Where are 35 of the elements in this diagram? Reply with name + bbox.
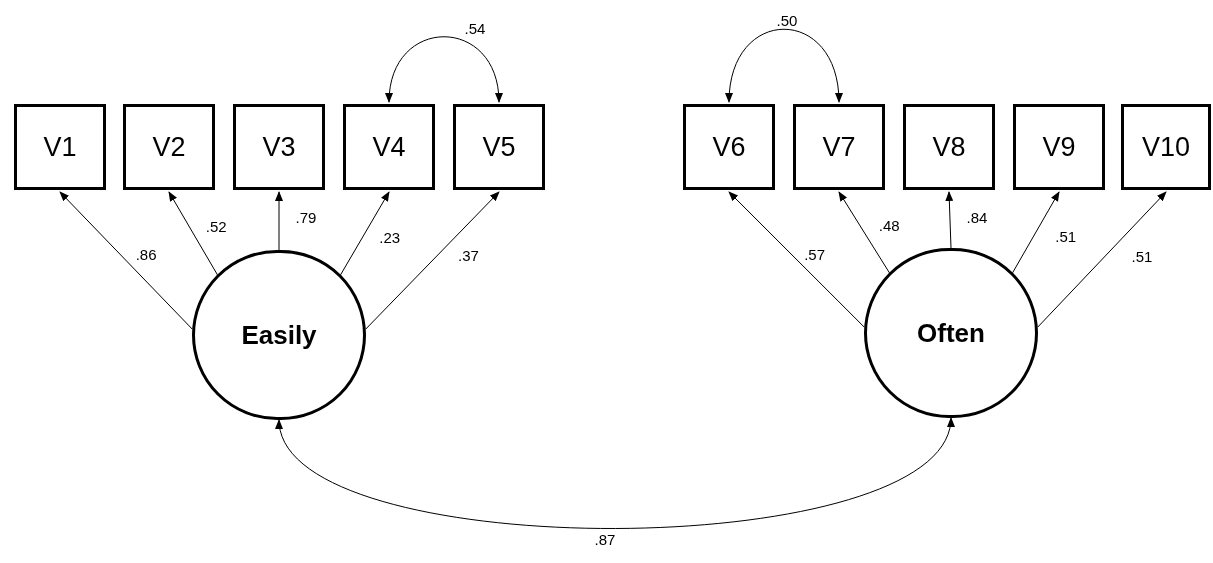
arrow — [365, 191, 500, 330]
observed-variable-box — [683, 104, 775, 190]
observed-variable-box — [1013, 104, 1105, 190]
variable-label: V6 — [712, 130, 746, 164]
factor-label: Easily — [241, 318, 317, 352]
observed-variable-box — [233, 104, 325, 190]
variable-label: V4 — [372, 130, 406, 164]
observed-variable-box — [343, 104, 435, 190]
arrow — [340, 191, 390, 276]
arrow — [945, 191, 954, 249]
variable-label: V8 — [932, 130, 966, 164]
arrow — [838, 191, 890, 274]
observed-variable-box — [123, 104, 215, 190]
arrow — [1012, 191, 1060, 274]
factor-label: Often — [917, 316, 985, 350]
observed-variable-box — [793, 104, 885, 190]
variable-label: V7 — [822, 130, 856, 164]
arrow — [168, 191, 218, 276]
observed-variable-box — [14, 104, 106, 190]
arrow — [59, 191, 193, 330]
arrow — [278, 417, 952, 529]
variable-label: V3 — [262, 130, 296, 164]
observed-variable-box — [453, 104, 545, 190]
observed-variable-box — [903, 104, 995, 190]
variable-label: V9 — [1042, 130, 1076, 164]
variable-label: V2 — [152, 130, 186, 164]
observed-variable-box — [1121, 104, 1211, 190]
arrow — [725, 28, 843, 103]
arrow — [728, 191, 865, 328]
variable-label: V1 — [43, 130, 77, 164]
arrow — [275, 191, 283, 251]
variable-label: V5 — [482, 130, 516, 164]
arrow — [1037, 191, 1167, 328]
variable-label: V10 — [1141, 130, 1190, 164]
arrow — [386, 36, 502, 103]
